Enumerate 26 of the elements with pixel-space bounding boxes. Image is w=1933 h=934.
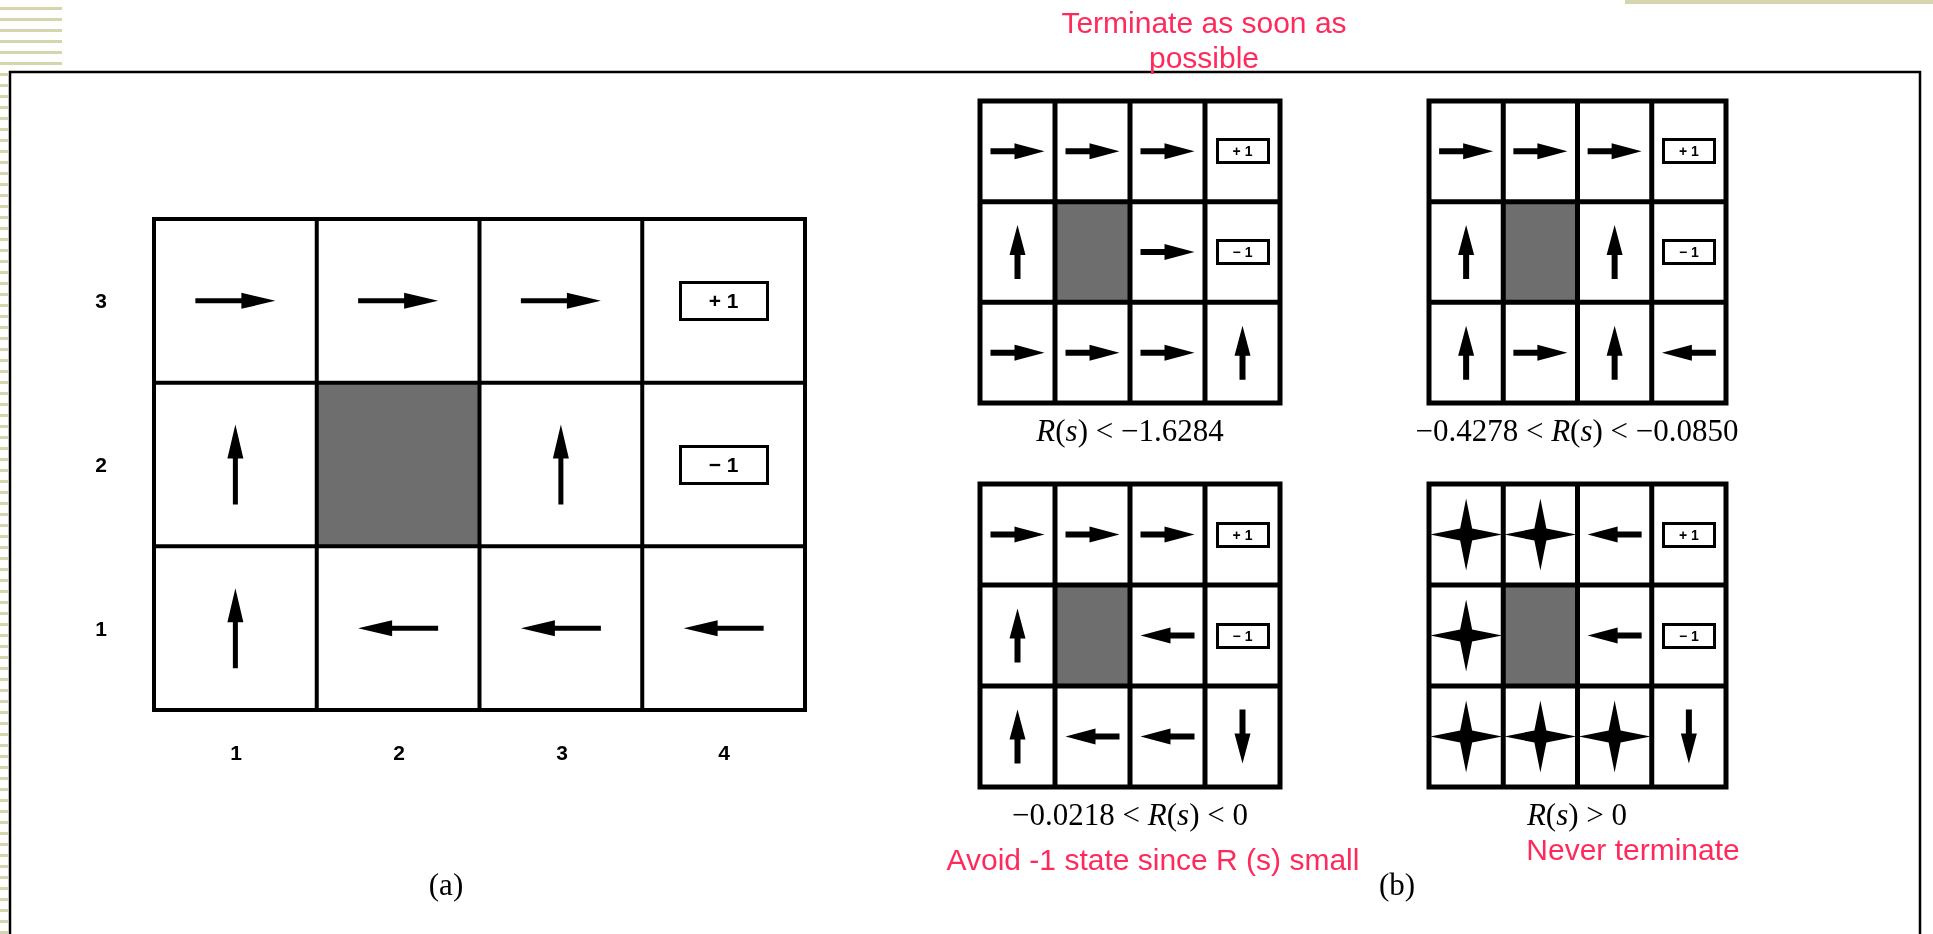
terminal-reward-box: − 1 [1661,239,1716,265]
terminal-reward-box: + 1 [1661,138,1716,165]
reward-condition: −0.0218 < R(s) < 0 [1011,797,1249,833]
reward-condition: −0.4278 < R(s) < −0.0850 [1414,413,1740,449]
reward-condition: R(s) > 0 [1525,797,1629,833]
reward-condition: R(s) < −1.6284 [1035,413,1225,449]
terminal-reward-box: − 1 [1215,239,1270,265]
terminal-reward-box: + 1 [1661,521,1716,548]
panel-label: (a) [427,867,465,903]
terminal-reward-box: + 1 [1215,138,1270,165]
annotation-note: Never terminate [1525,833,1741,868]
terminal-reward-box: + 1 [1215,521,1270,548]
annotation-note: Terminate as soon as possible [1060,6,1348,75]
row-number: 2 [94,453,108,478]
column-number: 4 [717,741,731,766]
row-number: 1 [94,617,108,642]
panel-label: (b) [1377,867,1417,903]
column-number: 3 [555,741,569,766]
terminal-reward-box: + 1 [678,280,769,321]
row-number: 3 [94,289,108,314]
column-number: 2 [392,741,406,766]
terminal-reward-box: − 1 [1215,622,1270,649]
terminal-reward-box: − 1 [678,444,769,485]
annotation-note: Avoid -1 state since R (s) small [945,843,1361,878]
terminal-reward-box: − 1 [1661,622,1716,649]
column-number: 1 [229,741,243,766]
